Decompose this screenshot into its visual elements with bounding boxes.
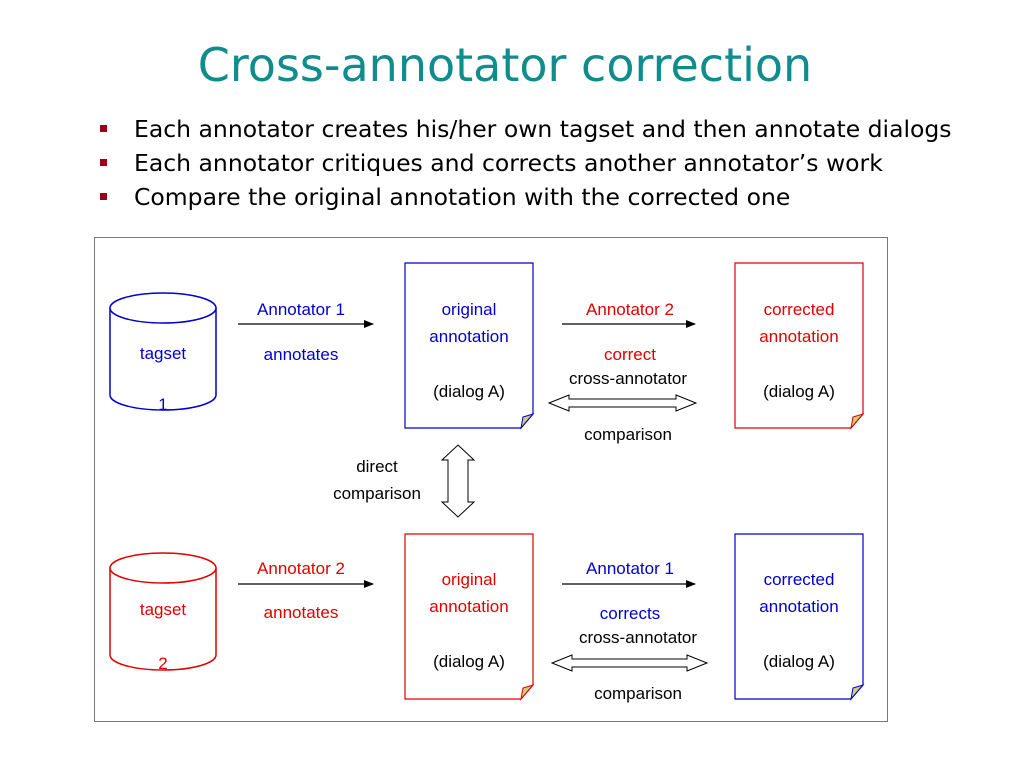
- annotator-label-top: Annotator 1: [257, 300, 345, 319]
- direct-comparison-double-arrow: [440, 444, 476, 518]
- bullet-text: Each annotator creates his/her own tagse…: [134, 115, 952, 143]
- annotates-label-top: annotates: [263, 345, 339, 364]
- corrected-doc-line1-top: corrected: [763, 300, 835, 319]
- corrected-doc-line3-bottom: (dialog A): [763, 652, 835, 671]
- diagram-shapes: [109, 262, 865, 701]
- direct-comparison-label: comparison: [333, 484, 421, 503]
- bullet-item: Compare the original annotation with the…: [96, 182, 952, 216]
- correction-action-bottom: corrects: [599, 604, 661, 623]
- bullet-text: Each annotator critiques and corrects an…: [134, 149, 883, 177]
- bullet-item: Each annotator creates his/her own tagse…: [96, 114, 952, 148]
- original-doc-line3-top: (dialog A): [433, 382, 505, 401]
- tagset-1-cylinder: [109, 292, 217, 411]
- bullet-item: Each annotator critiques and corrects an…: [96, 148, 952, 182]
- page-fold-icon: [850, 684, 865, 701]
- tagset-2-cylinder: [109, 552, 217, 671]
- correction-annotator-top: Annotator 2: [586, 300, 674, 319]
- comparison-double-arrow-bottom: [550, 654, 709, 672]
- original-doc-line1-top: original: [441, 300, 497, 319]
- comparison-double-arrow-top: [547, 394, 698, 412]
- annotates-label-bottom: annotates: [263, 603, 339, 622]
- slide-title: Cross-annotator correction: [197, 38, 813, 92]
- page-fold-icon: [520, 413, 535, 430]
- bullet-square-icon: [100, 125, 107, 132]
- comparison-label-top: comparison: [584, 425, 672, 444]
- workflow-diagram: tagset 1 Annotator 1 annotates original …: [94, 237, 888, 722]
- correction-annotator-bottom: Annotator 1: [586, 559, 674, 578]
- original-doc-line1-bottom: original: [441, 570, 497, 589]
- tagset-2-name: tagset: [139, 600, 187, 619]
- direct-label: direct: [356, 457, 398, 476]
- correction-action-top: correct: [604, 345, 656, 364]
- comparison-label-bottom: comparison: [594, 684, 682, 703]
- tagset-1-number: 1: [158, 395, 168, 414]
- corrected-doc-line1-bottom: corrected: [763, 570, 835, 589]
- bullet-list: Each annotator creates his/her own tagse…: [96, 114, 952, 216]
- bullet-square-icon: [100, 159, 107, 166]
- corrected-doc-line3-top: (dialog A): [763, 382, 835, 401]
- corrected-doc-line2-top: annotation: [759, 327, 839, 346]
- bullet-text: Compare the original annotation with the…: [134, 183, 791, 211]
- bullet-square-icon: [100, 193, 107, 200]
- original-doc-line2-top: annotation: [429, 327, 509, 346]
- cross-annotator-label-bottom: cross-annotator: [578, 628, 698, 647]
- original-doc-line2-bottom: annotation: [429, 597, 509, 616]
- page-fold-icon: [520, 684, 535, 701]
- tagset-2-number: 2: [158, 654, 168, 673]
- annotator-label-bottom: Annotator 2: [257, 559, 345, 578]
- corrected-doc-line2-bottom: annotation: [759, 597, 839, 616]
- original-doc-line3-bottom: (dialog A): [433, 652, 505, 671]
- tagset-1-name: tagset: [139, 344, 187, 363]
- cross-annotator-label-top: cross-annotator: [568, 369, 688, 388]
- page-fold-icon: [850, 413, 865, 430]
